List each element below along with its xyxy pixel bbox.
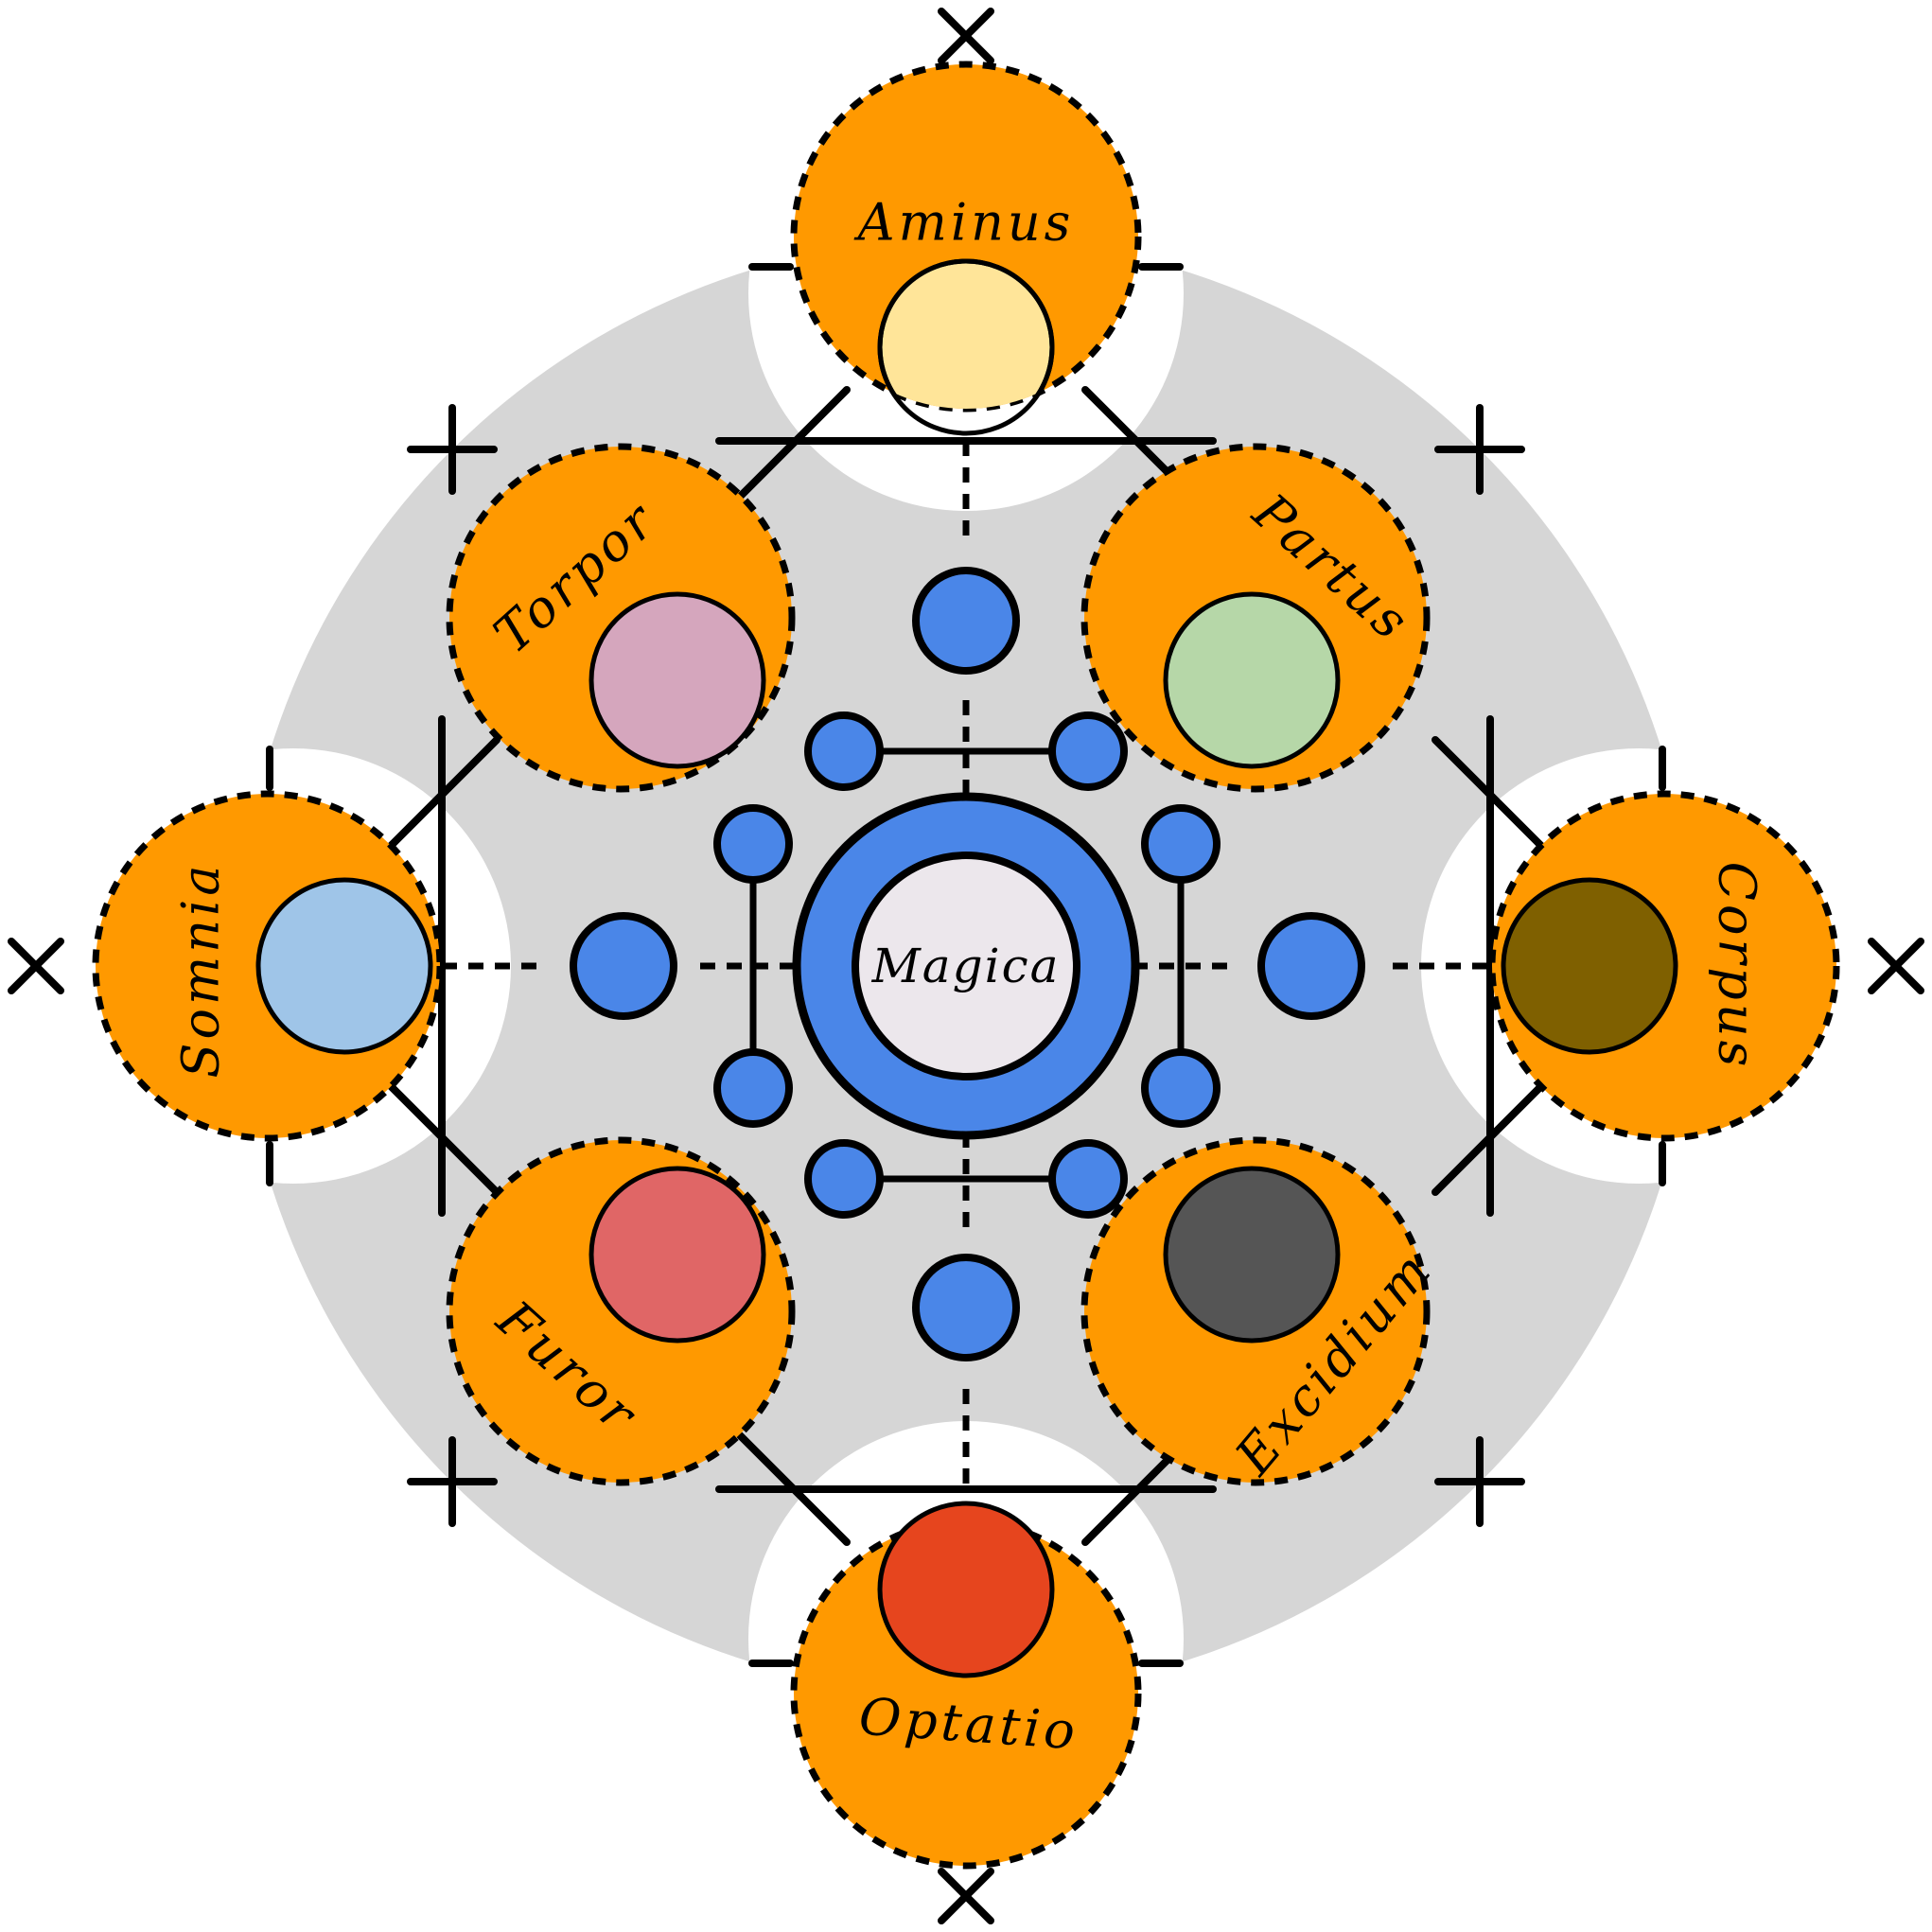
dashed-connectors — [442, 441, 1490, 1489]
diag-line-left-bottom — [386, 1081, 501, 1196]
cross-icon — [1868, 938, 1924, 994]
cross-icon — [938, 1868, 994, 1924]
node-left-top — [713, 804, 793, 884]
markers — [8, 8, 1924, 1924]
petal-label-somnia: Somnia — [171, 862, 231, 1079]
diag-line-top-left — [736, 386, 851, 501]
petal-gem-outline — [877, 258, 1055, 436]
petal-gem-partus — [1163, 591, 1341, 769]
node-left — [570, 912, 677, 1020]
petal-label-corpus: Corpus — [1708, 862, 1767, 1071]
petal-partus: Partus — [1080, 443, 1431, 793]
cross-icon — [8, 938, 64, 994]
petal-gem-furor — [588, 1166, 766, 1344]
petal-somnia: Somnia — [92, 790, 444, 1142]
node-bottom-left — [804, 1139, 884, 1219]
node-bottom — [912, 1254, 1020, 1361]
plus-icon — [407, 404, 498, 495]
diag-line-bottom-left — [736, 1431, 851, 1546]
node-right — [1257, 912, 1365, 1020]
plus-icon — [1434, 404, 1525, 495]
petal-gem-excidium — [1163, 1166, 1341, 1344]
node-top-right — [1048, 711, 1128, 791]
petal-furor: Furor — [446, 1136, 796, 1486]
petal-gem-corpus — [1501, 877, 1678, 1055]
plus-icon — [407, 1436, 498, 1527]
node-top-left — [804, 711, 884, 791]
petal-gem-somnia — [255, 877, 433, 1055]
diag-line-left-top — [386, 736, 501, 851]
node-right-bottom — [1141, 1048, 1221, 1128]
petal-optatio: Optatio — [790, 1501, 1142, 1870]
petal-torpor: Torpor — [446, 443, 796, 793]
diag-line-right-top — [1431, 736, 1546, 851]
petal-gem-optatio — [877, 1501, 1055, 1678]
blue-nodes — [570, 567, 1365, 1361]
tick-marks — [266, 263, 1666, 1667]
cross-icon — [938, 8, 994, 64]
petal-corpus: Corpus — [1488, 790, 1840, 1142]
petal-label-aminus: Aminus — [853, 193, 1075, 253]
center-label: Magica — [871, 939, 1061, 993]
plus-icon — [1434, 1436, 1525, 1527]
center-inner-disc — [852, 852, 1080, 1080]
inner-square-lines — [749, 747, 1185, 1183]
node-top — [912, 567, 1020, 675]
petal-aminus: Aminus — [790, 61, 1142, 436]
diag-line-right-bottom — [1431, 1081, 1546, 1196]
node-left-bottom — [713, 1048, 793, 1128]
node-bottom-right — [1048, 1139, 1128, 1219]
node-right-top — [1141, 804, 1221, 884]
center-node: Magica — [792, 792, 1140, 1140]
petal-gem-torpor — [588, 591, 766, 769]
